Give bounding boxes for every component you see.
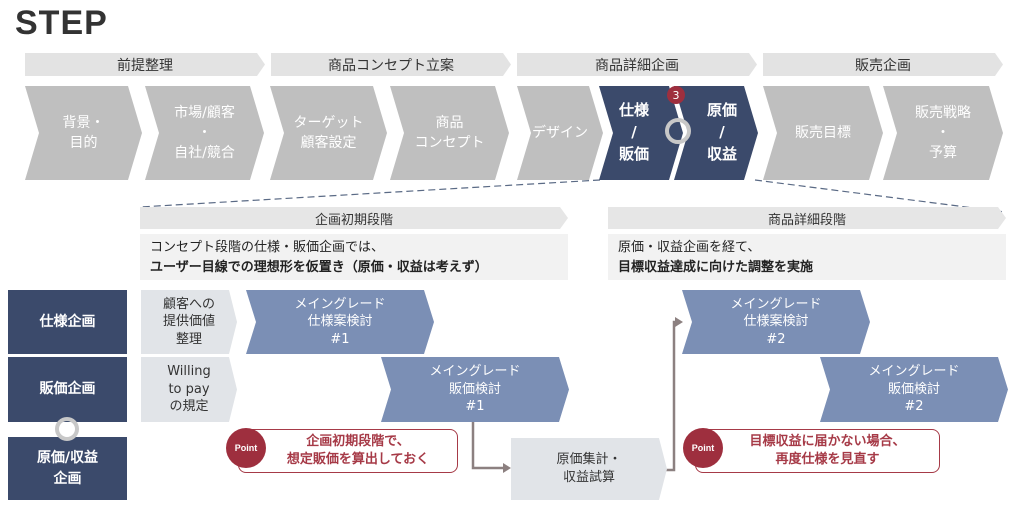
cycle-icon (665, 118, 691, 144)
stage-early: 企画初期段階 (140, 207, 568, 229)
cycle-icon (55, 417, 79, 441)
row-price-planning: 販価企画 (8, 357, 127, 422)
step-target: ターゲット 顧客設定 (270, 86, 387, 180)
step-concept: 商品 コンセプト (390, 86, 509, 180)
step-market: 市場/顧客 ・ 自社/競合 (145, 86, 264, 180)
phase-concept: 商品コンセプト立案 (271, 53, 511, 76)
point-callout-1: 企画初期段階で、 想定販価を算出しておく (238, 429, 458, 473)
stage-detail-desc: 原価・収益企画を経て、 目標収益達成に向けた調整を実施 (608, 234, 1006, 280)
phase-detail: 商品詳細企画 (517, 53, 757, 76)
step-sales-target: 販売目標 (763, 86, 883, 180)
point-callout-2: 目標収益に届かない場合、 再度仕様を見直す (695, 429, 940, 473)
point-badge: Point (226, 428, 266, 468)
task-price-2: メイングレード 販価検討 #2 (820, 357, 1008, 422)
task-cost-calc: 原価集計・ 収益試算 (511, 438, 667, 500)
point-badge: Point (683, 428, 723, 468)
step-badge: 3 (667, 86, 685, 104)
task-willing-to-pay: Willing to pay の規定 (141, 357, 237, 422)
task-value-definition: 顧客への 提供価値 整理 (141, 290, 237, 354)
desc-line-bold: ユーザー目線での理想形を仮置き（原価・収益は考えず） (150, 259, 488, 275)
desc-line: コンセプト段階の仕様・販価企画では、 (150, 240, 385, 255)
page-title: STEP (15, 4, 108, 42)
row-cost-planning: 原価/収益 企画 (8, 437, 127, 500)
stage-detail: 商品詳細段階 (608, 207, 1006, 229)
task-spec-1: メイングレード 仕様案検討 #1 (246, 290, 434, 354)
step-design: デザイン (517, 86, 603, 180)
task-price-1: メイングレード 販価検討 #1 (381, 357, 569, 422)
step-sales-strategy: 販売戦略 ・ 予算 (883, 86, 1003, 180)
row-spec-planning: 仕様企画 (8, 290, 127, 354)
step-background: 背景・ 目的 (25, 86, 142, 180)
desc-line-bold: 目標収益達成に向けた調整を実施 (618, 259, 814, 275)
desc-line: 原価・収益企画を経て、 (618, 240, 761, 255)
task-spec-2: メイングレード 仕様案検討 #2 (682, 290, 870, 354)
stage-early-desc: コンセプト段階の仕様・販価企画では、 ユーザー目線での理想形を仮置き（原価・収益… (140, 234, 568, 280)
phase-sales: 販売企画 (763, 53, 1003, 76)
phase-prerequisite: 前提整理 (25, 53, 265, 76)
